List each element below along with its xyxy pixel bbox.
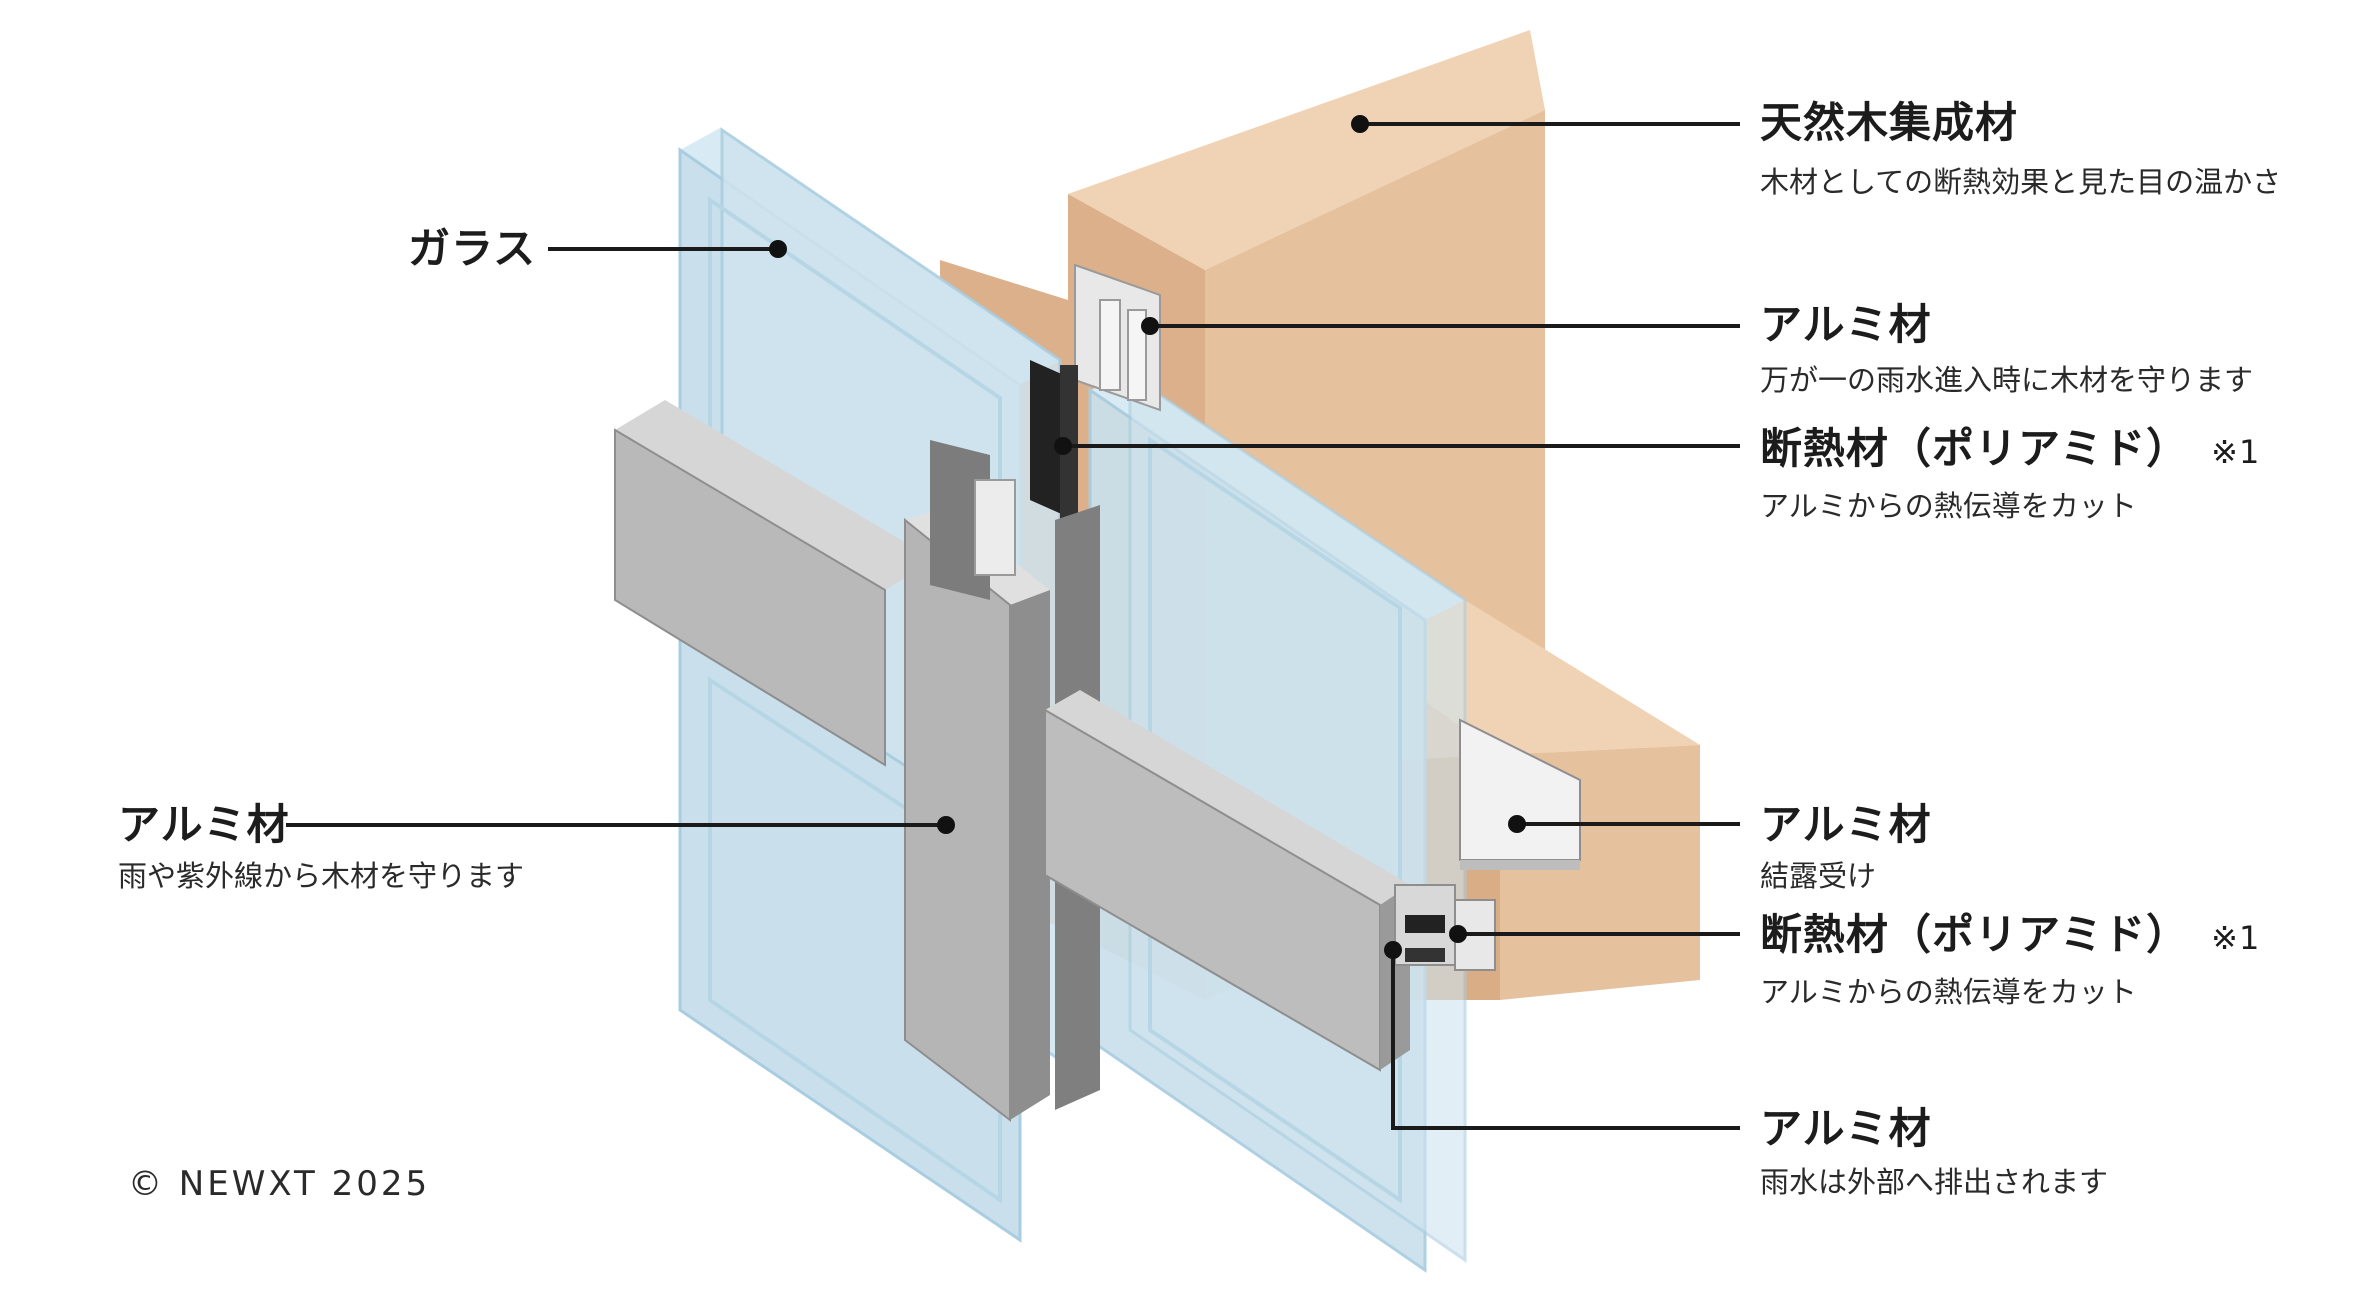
label-thermal-bottom-title: 断熱材（ポリアミド）※1 xyxy=(1760,914,2260,956)
label-alum-outer-desc: 雨や紫外線から木材を守ります xyxy=(118,859,525,893)
dot-alum-condensation xyxy=(1508,815,1526,833)
label-alum-outer-title: アルミ材 xyxy=(118,800,290,849)
label-alum-inner-desc: 万が一の雨水進入時に木材を守ります xyxy=(1760,363,2254,397)
polyamide-thermal-break-upper xyxy=(1030,360,1078,525)
leader-alum-drain xyxy=(1391,950,1740,1130)
aluminum-inner-profile xyxy=(1074,263,1161,412)
label-glass-title: ガラス xyxy=(408,224,537,273)
label-natural-wood-title: 天然木集成材 xyxy=(1760,98,2019,147)
label-alum-condensation-title: アルミ材 xyxy=(1760,800,1932,849)
dot-alum-drain xyxy=(1384,941,1402,959)
polyamide-thermal-break-lower xyxy=(1394,884,1496,971)
dot-natural-wood xyxy=(1351,115,1369,133)
label-thermal-bottom-text: 断熱材（ポリアミド） xyxy=(1760,910,2190,959)
label-alum-drain-title: アルミ材 xyxy=(1760,1104,1932,1153)
label-alum-condensation-desc: 結露受け xyxy=(1760,859,1877,893)
label-alum-inner-title: アルミ材 xyxy=(1760,300,1932,349)
label-thermal-top-note: ※1 xyxy=(2211,433,2261,471)
copyright-notice: © NEWXT 2025 xyxy=(128,1164,431,1204)
dot-alum-inner xyxy=(1141,317,1159,335)
dot-glass xyxy=(769,240,787,258)
dot-thermal-top xyxy=(1054,437,1072,455)
leader-lines xyxy=(286,122,1740,1130)
label-alum-drain-desc: 雨水は外部へ排出されます xyxy=(1760,1165,2109,1199)
aluminum-mullion-cap xyxy=(904,440,1100,1123)
label-thermal-bottom-desc: アルミからの熱伝導をカット xyxy=(1760,975,2137,1009)
label-thermal-bottom-note: ※1 xyxy=(2211,919,2261,957)
label-thermal-top-title: 断熱材（ポリアミド）※1 xyxy=(1760,428,2260,470)
leader-dots xyxy=(769,115,1526,959)
dot-thermal-bottom xyxy=(1449,925,1467,943)
label-thermal-top-text: 断熱材（ポリアミド） xyxy=(1760,424,2190,473)
aluminum-transom-cap-back xyxy=(614,400,935,767)
wood-mullion-top xyxy=(1068,30,1545,270)
label-natural-wood-desc: 木材としての断熱効果と見た目の温かさ xyxy=(1760,165,2282,199)
dot-alum-outer xyxy=(937,816,955,834)
label-thermal-top-desc: アルミからの熱伝導をカット xyxy=(1760,489,2137,523)
